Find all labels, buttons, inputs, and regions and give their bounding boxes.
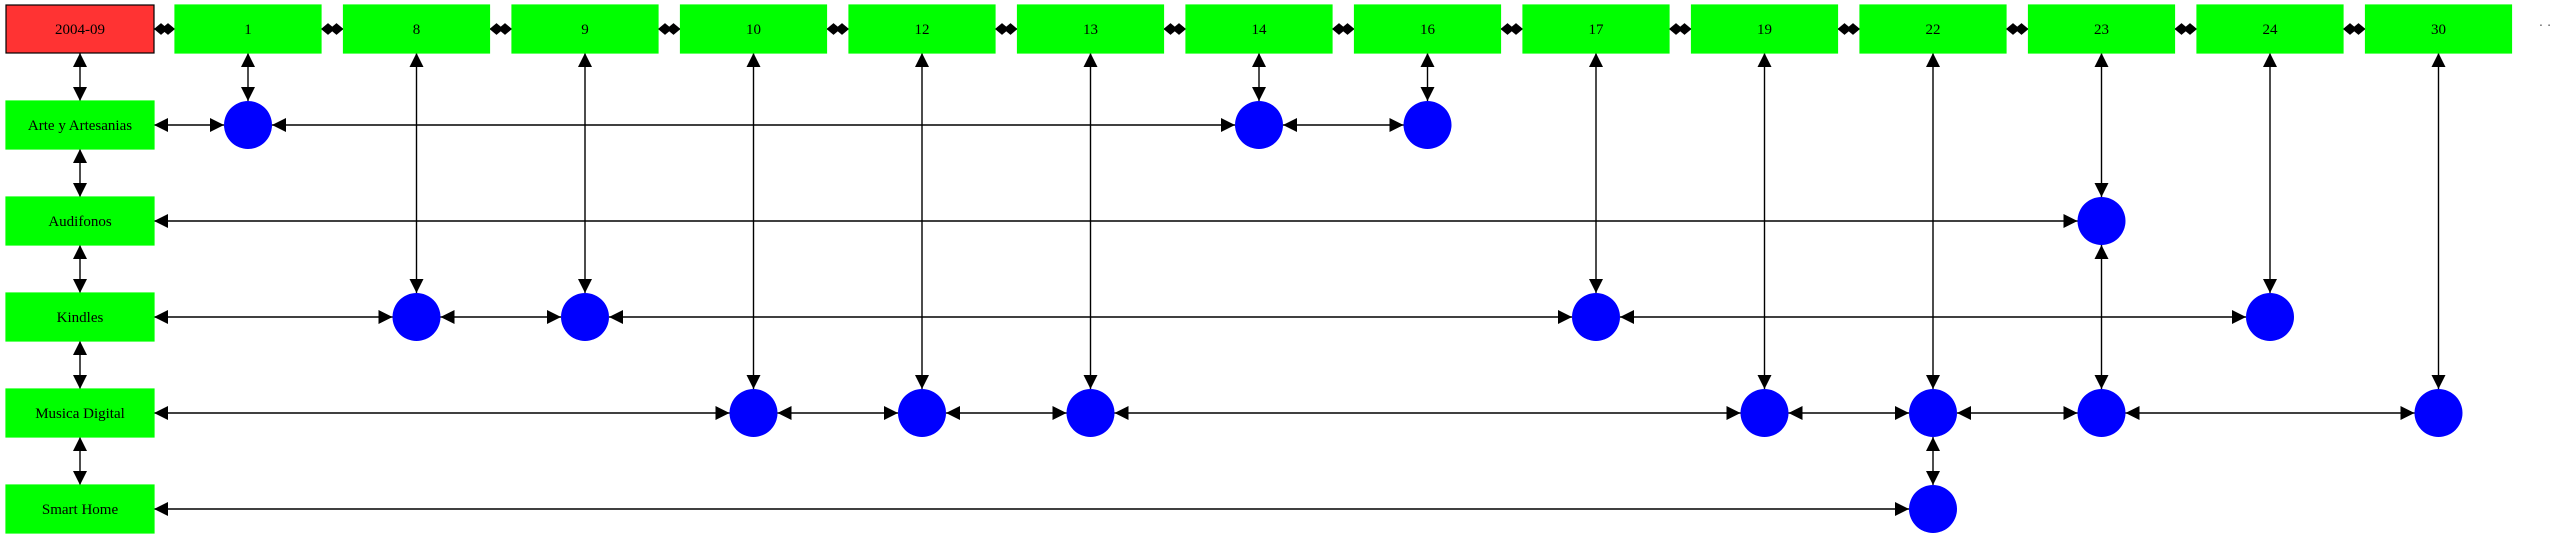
day-node-13-label: 13 <box>1083 22 1098 38</box>
category-node-kindles: Kindles <box>5 292 155 342</box>
event-node-musica-digital-13 <box>1066 389 1115 437</box>
day-node-30: 30 <box>2364 4 2513 54</box>
day-node-13-box <box>1016 4 1165 54</box>
event-node-musica-digital-12 <box>898 389 946 437</box>
event-node-kindles-24 <box>2246 293 2294 341</box>
day-node-24: 24 <box>2196 4 2344 54</box>
day-node-17-box <box>1522 4 1670 54</box>
category-node-kindles-box <box>5 292 155 342</box>
day-node-19-box <box>1690 4 1839 54</box>
day-node-24-box <box>2196 4 2344 54</box>
category-node-smart-home-box <box>5 484 155 534</box>
event-node-musica-digital-19 <box>1740 389 1789 437</box>
event-node-kindles-9 <box>561 293 609 341</box>
day-node-23: 23 <box>2027 4 2176 54</box>
period-node-label: 2004-09 <box>55 22 105 38</box>
event-node-musica-digital-22 <box>1909 389 1957 437</box>
day-node-8-box <box>342 4 491 54</box>
day-node-9-box <box>511 4 659 54</box>
day-node-9: 9 <box>511 4 659 54</box>
event-node-musica-digital-30 <box>2414 389 2463 437</box>
day-node-1: 1 <box>174 4 322 54</box>
category-node-smart-home-label: Smart Home <box>42 502 119 518</box>
day-node-16-box <box>1353 4 1502 54</box>
category-node-kindles-label: Kindles <box>57 310 104 326</box>
category-node-musica-digital-box <box>5 388 155 438</box>
period-node: 2004-09 <box>5 4 155 54</box>
day-node-16: 16 <box>1353 4 1502 54</box>
day-node-8-label: 8 <box>413 22 421 38</box>
category-node-musica-digital-label: Musica Digital <box>35 406 125 422</box>
event-node-smart-home-22 <box>1909 485 1957 533</box>
day-node-22-box <box>1859 4 2007 54</box>
day-node-14: 14 <box>1185 4 1333 54</box>
day-node-12: 12 <box>848 4 996 54</box>
event-node-kindles-8 <box>392 293 441 341</box>
day-node-23-label: 23 <box>2094 22 2109 38</box>
day-node-17-label: 17 <box>1589 22 1605 38</box>
event-node-musica-digital-23 <box>2077 389 2126 437</box>
event-node-arte-y-artesanias-16 <box>1403 101 1452 149</box>
day-node-12-box <box>848 4 996 54</box>
day-node-30-box <box>2364 4 2513 54</box>
edges-layer <box>73 23 2446 516</box>
category-node-audifonos-box <box>5 196 155 246</box>
day-node-10-box <box>679 4 828 54</box>
day-node-12-label: 12 <box>915 22 930 38</box>
day-node-14-box <box>1185 4 1333 54</box>
category-node-audifonos-label: Audifonos <box>48 214 111 230</box>
day-node-1-label: 1 <box>244 22 252 38</box>
event-node-musica-digital-10 <box>729 389 778 437</box>
day-node-17: 17 <box>1522 4 1670 54</box>
category-node-arte-y-artesanias-label: Arte y Artesanias <box>28 118 132 134</box>
day-node-30-label: 30 <box>2431 22 2446 38</box>
day-node-10-label: 10 <box>746 22 761 38</box>
event-node-arte-y-artesanias-1 <box>224 101 272 149</box>
day-node-13: 13 <box>1016 4 1165 54</box>
day-node-19: 19 <box>1690 4 1839 54</box>
day-node-23-box <box>2027 4 2176 54</box>
category-node-musica-digital: Musica Digital <box>5 388 155 438</box>
event-node-audifonos-23 <box>2077 197 2126 245</box>
day-node-22-label: 22 <box>1926 22 1941 38</box>
day-node-10: 10 <box>679 4 828 54</box>
period-node-box <box>5 4 155 54</box>
day-node-14-label: 14 <box>1252 22 1268 38</box>
event-node-arte-y-artesanias-14 <box>1235 101 1283 149</box>
day-node-9-label: 9 <box>581 22 589 38</box>
day-node-8: 8 <box>342 4 491 54</box>
day-node-1-box <box>174 4 322 54</box>
day-node-16-label: 16 <box>1420 22 1436 38</box>
more-indicator: · · <box>2539 19 2552 34</box>
day-node-19-label: 19 <box>1757 22 1772 38</box>
category-node-smart-home: Smart Home <box>5 484 155 534</box>
category-node-arte-y-artesanias: Arte y Artesanias <box>5 100 155 150</box>
category-node-arte-y-artesanias-box <box>5 100 155 150</box>
event-node-kindles-17 <box>1572 293 1620 341</box>
day-node-24-label: 24 <box>2263 22 2279 38</box>
day-node-22: 22 <box>1859 4 2007 54</box>
category-node-audifonos: Audifonos <box>5 196 155 246</box>
